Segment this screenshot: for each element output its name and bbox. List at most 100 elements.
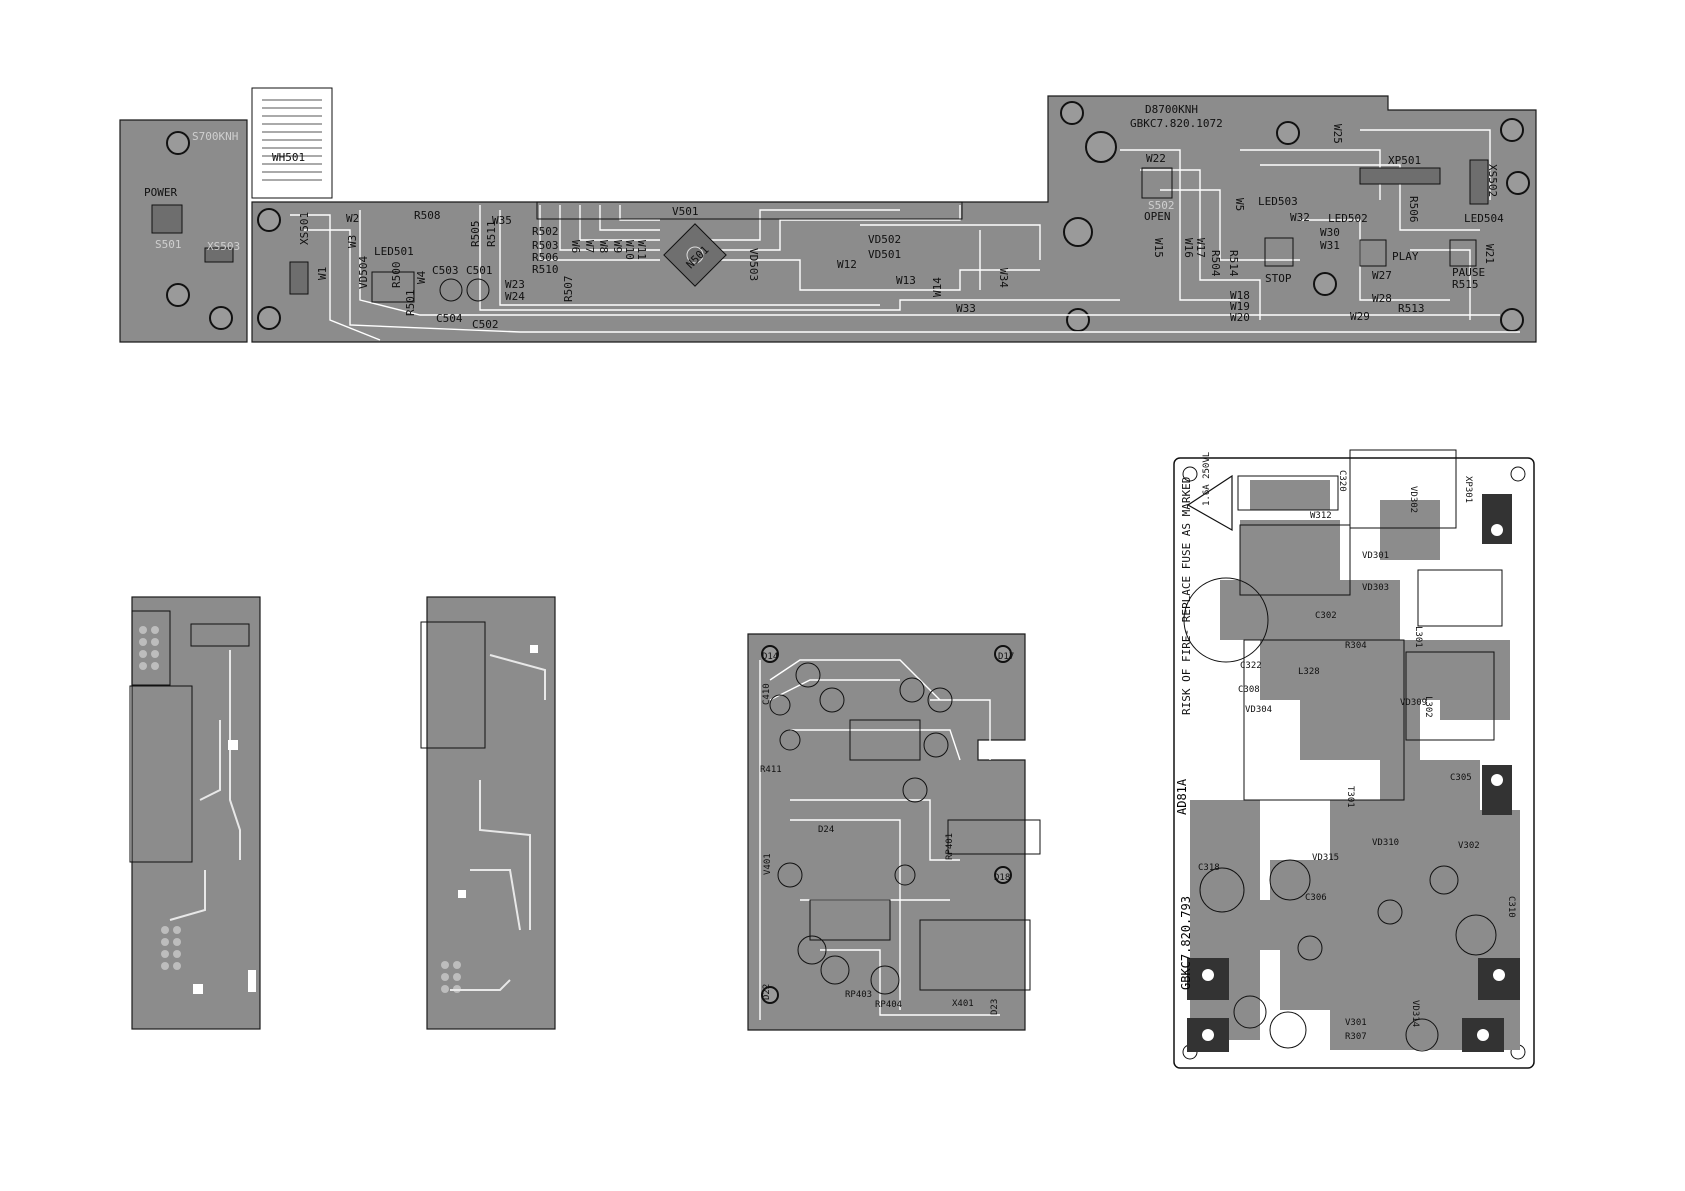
label-led501: LED501 <box>374 245 414 258</box>
label-w14: W14 <box>931 277 944 297</box>
label-w20: W20 <box>1230 311 1250 324</box>
label-w35: W35 <box>492 214 512 227</box>
power-supply-board: 1.6A 250VL RISK OF FIRE- REPLACE FUSE AS… <box>1173 449 1535 1069</box>
label-w10: W10 <box>623 240 636 260</box>
label-xs502: XS502 <box>1486 164 1499 197</box>
display-v501-outline <box>536 201 963 220</box>
pad-white <box>193 984 203 994</box>
label-l302: L302 <box>1423 696 1433 718</box>
pad-white <box>248 970 256 992</box>
mounting-hole <box>1510 466 1526 482</box>
label-w7: W7 <box>583 240 596 253</box>
label-w2: W2 <box>346 212 359 225</box>
pad-hole <box>1493 969 1505 981</box>
switch-label: S501 <box>155 238 182 251</box>
label-c503: C503 <box>432 264 459 277</box>
label-w22: W22 <box>1146 152 1166 165</box>
label-r510: R510 <box>532 263 559 276</box>
fuse-warning-triangle <box>1186 474 1233 532</box>
label-r503: R503 <box>532 239 559 252</box>
fuse-warning-text: RISK OF FIRE- REPLACE FUSE AS MARKED <box>1180 477 1193 715</box>
mounting-hole <box>1063 217 1093 247</box>
pad-hole <box>1477 1029 1489 1041</box>
mounting-hole <box>761 645 779 663</box>
pad-hole <box>1491 774 1503 786</box>
mounting-hole <box>166 131 190 155</box>
label-stop: STOP <box>1265 272 1292 285</box>
label-s502: S502 <box>1148 199 1175 212</box>
mounting-hole <box>1066 308 1090 332</box>
switch-pause <box>1449 239 1477 267</box>
label-w19: W19 <box>1230 300 1250 313</box>
connector-label: XS503 <box>207 240 240 253</box>
label-r507: R507 <box>562 276 575 303</box>
label-w29: W29 <box>1350 310 1370 323</box>
label-vd304: VD304 <box>1245 705 1272 715</box>
label-vd502: VD502 <box>868 233 901 246</box>
label-c502: C502 <box>472 318 499 331</box>
cap-c501 <box>466 278 490 302</box>
ic-footprint <box>849 719 921 761</box>
label-w312: W312 <box>1310 511 1332 521</box>
label-w9: W9 <box>611 240 624 253</box>
label-vd301: VD301 <box>1362 551 1389 561</box>
left-board-model: S700KNH <box>192 130 238 143</box>
small-board-1-outline <box>131 596 261 1030</box>
ic-n501 <box>663 223 727 287</box>
label-xs501: XS501 <box>298 212 311 245</box>
mounting-hole <box>1085 131 1117 163</box>
label-vd309: VD309 <box>1400 698 1427 708</box>
pad-white <box>530 645 538 653</box>
label-w15: W15 <box>1152 238 1165 258</box>
label-r511: R511 <box>485 221 498 248</box>
label-w6: W6 <box>569 240 582 253</box>
label-r506-b: R506 <box>1407 196 1420 223</box>
label-w11: W11 <box>635 240 648 260</box>
label-l301: L301 <box>1413 626 1423 648</box>
label-x401: X401 <box>952 999 974 1009</box>
outline-area <box>420 621 486 749</box>
label-c321: VD315 <box>1312 853 1339 863</box>
label-w31: W31 <box>1320 239 1340 252</box>
label-rp404: RP404 <box>875 1000 902 1010</box>
middle-board-outline <box>747 633 1026 1031</box>
label-c308: C308 <box>1238 685 1260 695</box>
label-vd310: VD310 <box>1372 838 1399 848</box>
connector-xs502 <box>1469 159 1489 205</box>
ic-footprint <box>809 899 891 941</box>
label-d24: D24 <box>818 825 834 835</box>
label-vd504: VD504 <box>357 256 370 289</box>
label-w33: W33 <box>956 302 976 315</box>
connector-footprint <box>204 247 234 263</box>
label-led503: LED503 <box>1258 195 1298 208</box>
label-r515: R515 <box>1452 278 1479 291</box>
label-d23: D23 <box>990 999 1000 1015</box>
connector-block <box>1482 765 1512 815</box>
label-play: PLAY <box>1392 250 1419 263</box>
label-w32: W32 <box>1290 211 1310 224</box>
rp-outline <box>919 919 1031 991</box>
label-w27: W27 <box>1372 269 1392 282</box>
label-w1: W1 <box>316 267 329 280</box>
power-switch-board <box>119 119 248 343</box>
label-w13: W13 <box>896 274 916 287</box>
mounting-hole <box>209 306 233 330</box>
label-vd303: VD303 <box>1362 583 1389 593</box>
label-led502: LED502 <box>1328 212 1368 225</box>
label-wh501: WH501 <box>272 151 305 164</box>
label-d18: D18 <box>994 873 1010 883</box>
label-r304: R304 <box>1345 641 1367 651</box>
fuse-rating: 1.6A 250VL <box>1202 452 1212 506</box>
mounting-hole <box>994 866 1012 884</box>
label-w3: W3 <box>346 235 359 248</box>
label-w21: W21 <box>1483 244 1496 264</box>
label-xp501: XP501 <box>1388 154 1421 167</box>
cap-c503 <box>439 278 463 302</box>
mounting-hole <box>166 283 190 307</box>
label-vd503: VD503 <box>747 248 760 281</box>
label-open: OPEN <box>1144 210 1171 223</box>
front-panel-board: S700KNH POWER S501 XS503 WH501 <box>119 87 1537 343</box>
label-d14: D14 <box>762 652 778 662</box>
mounting-hole <box>994 645 1012 663</box>
label-r508: R508 <box>414 209 441 222</box>
